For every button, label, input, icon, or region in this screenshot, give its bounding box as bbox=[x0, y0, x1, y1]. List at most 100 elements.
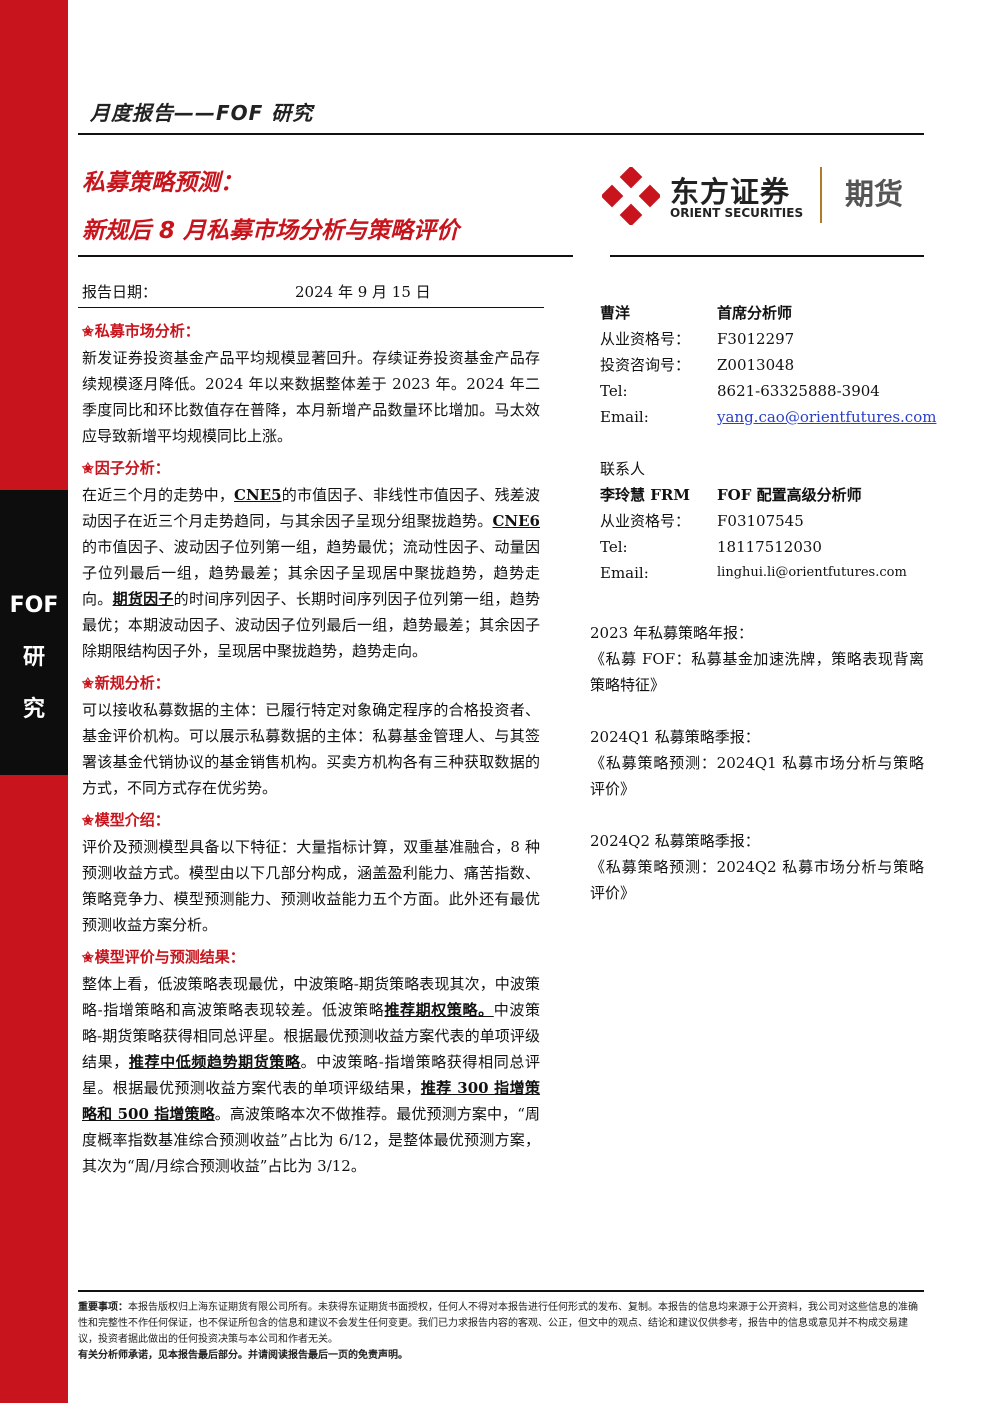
related-report-heading: 2024Q2 私募策略季报： bbox=[590, 832, 760, 850]
body-text: 在近三个月的走势中， bbox=[82, 486, 235, 504]
emphasis-text: 期货因子 bbox=[112, 590, 174, 608]
summary-content: ✬私募市场分析： 新发证券投资基金产品平均规模显著回升。存续证券投资基金产品存续… bbox=[82, 318, 540, 1185]
emphasis-text: CNE6 bbox=[492, 512, 540, 530]
info-key: Email: bbox=[600, 564, 649, 582]
related-reports: 2023 年私募策略年报： 《私募 FOF：私募基金加速洗牌，策略表现背离策略特… bbox=[590, 620, 924, 932]
logo-divider bbox=[820, 167, 822, 223]
body-text: 。高波策略本次不做推荐。最优预测方案中，“周度概率指数基准综合预测收益”占比为 … bbox=[82, 1105, 541, 1175]
info-value: F03107545 bbox=[717, 512, 804, 530]
report-date-value: 2024 年 9 月 15 日 bbox=[295, 283, 431, 301]
disclaimer-text: 重要事项：本报告版权归上海东证期货有限公司所有。未获得东证期货书面授权，任何人不… bbox=[78, 1300, 924, 1348]
disclaimer-label: 重要事项： bbox=[78, 1302, 128, 1313]
analyst-info: 曹洋 首席分析师 从业资格号： F3012297 投资咨询号： Z0013048… bbox=[600, 300, 936, 586]
section-body: 新发证券投资基金产品平均规模显著回升。存续证券投资基金产品存续规模逐月降低。20… bbox=[82, 349, 540, 445]
emphasis-text: 推荐期权策略。 bbox=[384, 1001, 494, 1019]
info-key: Tel: bbox=[600, 538, 628, 556]
logo-name-cn: 东方证券 bbox=[670, 175, 791, 209]
main-title-line1: 私募策略预测： bbox=[82, 170, 243, 196]
body-text: 整体上看，低波策略表现最优，中波策略-期货策略表现其次，中波策略-指增策略和高波… bbox=[82, 975, 540, 1019]
info-key: 投资咨询号： bbox=[600, 356, 691, 374]
contact-label-row: 联系人 bbox=[600, 456, 922, 482]
contact-title: FOF 配置高级分析师 bbox=[717, 486, 862, 504]
section-heading-text: 模型介绍： bbox=[94, 811, 170, 829]
related-report-title: 《私募策略预测：2024Q2 私募市场分析与策略评价》 bbox=[590, 858, 924, 902]
section-heading-text: 私募市场分析： bbox=[94, 322, 200, 340]
star-icon: ✬ bbox=[82, 324, 94, 340]
side-label-line: 究 bbox=[22, 697, 45, 722]
related-report-heading: 2024Q1 私募策略季报： bbox=[590, 728, 760, 746]
disclaimer-note: 有关分析师承诺，见本报告最后部分。并请阅读报告最后一页的免责声明。 bbox=[78, 1348, 924, 1364]
info-value: F3012297 bbox=[717, 330, 795, 348]
contact-info-row: 从业资格号： F03107545 bbox=[600, 508, 922, 534]
company-logo: 东方证券 ORIENT SECURITIES 期货 bbox=[602, 167, 922, 227]
contact-name-row: 李玲慧 FRM FOF 配置高级分析师 bbox=[600, 482, 922, 508]
side-label-line: FOF bbox=[9, 593, 59, 618]
section-heading-text: 模型评价与预测结果： bbox=[94, 948, 245, 966]
section-body: 在近三个月的走势中，CNE5的市值因子、非线性市值因子、残差波动因子在近三个月走… bbox=[82, 482, 540, 664]
logo-division: 期货 bbox=[845, 177, 904, 211]
contact-email: linghui.li@orientfutures.com bbox=[717, 565, 907, 580]
section-heading: ✬新规分析： bbox=[82, 670, 540, 697]
emphasis-text: 推荐中低频趋势期货策略 bbox=[128, 1053, 301, 1071]
section-heading: ✬模型评价与预测结果： bbox=[82, 944, 540, 971]
logo-name-en: ORIENT SECURITIES bbox=[670, 206, 804, 220]
analyst-email-link[interactable]: yang.cao@orientfutures.com bbox=[717, 408, 937, 426]
info-value: 8621-63325888-3904 bbox=[717, 382, 880, 400]
header-rule bbox=[78, 133, 924, 135]
analyst-name-row: 曹洋 首席分析师 bbox=[600, 300, 922, 326]
info-key: Email: bbox=[600, 408, 649, 426]
footer-rule bbox=[78, 1290, 924, 1292]
report-type-title: 月度报告——FOF 研究 bbox=[90, 101, 314, 125]
star-icon: ✬ bbox=[82, 676, 94, 692]
related-report-title: 《私募 FOF：私募基金加速洗牌，策略表现背离策略特征》 bbox=[590, 650, 924, 694]
contact-name: 李玲慧 FRM bbox=[600, 486, 690, 504]
info-key: 从业资格号： bbox=[600, 512, 691, 530]
info-key: 从业资格号： bbox=[600, 330, 691, 348]
section-heading-text: 因子分析： bbox=[94, 459, 170, 477]
body-text: 的市值因子、波动因子位列第一组，趋势最优；流动性因子、动量因子位列最后一组，趋势… bbox=[82, 538, 540, 608]
section-body: 评价及预测模型具备以下特征：大量指标计算，双重基准融合，8 种预测收益方式。模型… bbox=[82, 838, 540, 934]
orient-logo-icon bbox=[602, 167, 660, 225]
info-key: Tel: bbox=[600, 382, 628, 400]
side-label-box bbox=[0, 490, 68, 775]
info-value: Z0013048 bbox=[717, 356, 795, 374]
body-text: 。中波策略-指增策略获得相同总评星。根据最优预测收益方案代表的单项评级结果， bbox=[82, 1053, 540, 1097]
analyst-info-row: 投资咨询号： Z0013048 bbox=[600, 352, 922, 378]
analyst-info-row: Email: yang.cao@orientfutures.com bbox=[600, 404, 936, 430]
disclaimer-note-text: 有关分析师承诺，见本报告最后部分。并请阅读报告最后一页的免责声明。 bbox=[78, 1350, 408, 1361]
body-text: 的时间序列因子、长期时间序列因子位列第一组，趋势最优；本期波动因子、波动因子位列… bbox=[82, 590, 540, 660]
spacer bbox=[600, 430, 922, 456]
analyst-info-row: Tel: 8621-63325888-3904 bbox=[600, 378, 922, 404]
disclaimer: 重要事项：本报告版权归上海东证期货有限公司所有。未获得东证期货书面授权，任何人不… bbox=[78, 1300, 924, 1364]
contact-info-row: Tel: 18117512030 bbox=[600, 534, 922, 560]
section-heading-text: 新规分析： bbox=[94, 674, 170, 692]
report-date-label: 报告日期： bbox=[82, 283, 158, 301]
star-icon: ✬ bbox=[82, 813, 94, 829]
side-label: FOF 研 究 bbox=[0, 580, 68, 736]
section-heading: ✬因子分析： bbox=[82, 455, 540, 482]
contact-label: 联系人 bbox=[600, 460, 646, 478]
body-text: 的市值因子、非线性市值因子、残差波动因子在近三个月走势趋同，与其余因子呈现分组聚… bbox=[82, 486, 540, 530]
related-report-title: 《私募策略预测：2024Q1 私募市场分析与策略评价》 bbox=[590, 754, 924, 798]
emphasis-text: 推荐 300 指增策略和 500 指增策略 bbox=[82, 1079, 540, 1123]
section-heading: ✬私募市场分析： bbox=[82, 318, 540, 345]
related-report-heading: 2023 年私募策略年报： bbox=[590, 624, 753, 642]
star-icon: ✬ bbox=[82, 950, 94, 966]
date-rule bbox=[78, 307, 544, 308]
analyst-info-row: 从业资格号： F3012297 bbox=[600, 326, 922, 352]
emphasis-text: CNE5 bbox=[234, 486, 282, 504]
logo-rule bbox=[610, 255, 924, 257]
section-body: 整体上看，低波策略表现最优，中波策略-期货策略表现其次，中波策略-指增策略和高波… bbox=[82, 971, 540, 1179]
body-text: 中波策略-期货策略获得相同总评星。根据最优预测收益方案代表的单项评级结果， bbox=[82, 1001, 540, 1071]
analyst-name: 曹洋 bbox=[600, 304, 631, 322]
info-value: 18117512030 bbox=[717, 538, 822, 556]
analyst-title: 首席分析师 bbox=[717, 304, 793, 322]
section-heading: ✬模型介绍： bbox=[82, 807, 540, 834]
section-body: 可以接收私募数据的主体：已履行特定对象确定程序的合格投资者、基金评价机构。可以展… bbox=[82, 701, 540, 797]
contact-info-row: Email: linghui.li@orientfutures.com bbox=[600, 560, 922, 586]
side-label-line: 研 bbox=[22, 645, 45, 670]
main-title-line2: 新规后 8 月私募市场分析与策略评价 bbox=[82, 218, 460, 244]
star-icon: ✬ bbox=[82, 461, 94, 477]
disclaimer-body: 本报告版权归上海东证期货有限公司所有。未获得东证期货书面授权，任何人不得对本报告… bbox=[78, 1302, 918, 1345]
title-rule bbox=[78, 255, 573, 257]
